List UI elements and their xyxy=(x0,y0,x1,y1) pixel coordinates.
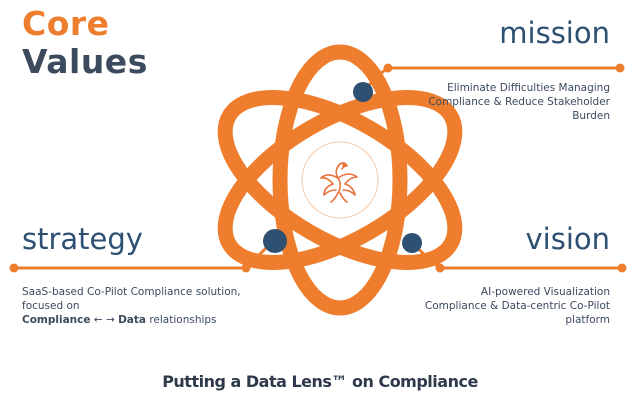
strategy-description: SaaS-based Co-Pilot Compliance solution,… xyxy=(22,285,241,327)
vision-line-1: AI-powered Visualization xyxy=(480,286,610,298)
vision-heading: vision xyxy=(525,222,610,256)
mission-connector-joint xyxy=(383,63,393,73)
vision-electron xyxy=(402,233,422,253)
vision-line-2: Compliance & Data-centric Co-Pilot xyxy=(424,300,610,312)
strategy-line-3: Compliance ← → Data relationships xyxy=(22,313,241,327)
orbit-vertical xyxy=(272,44,408,316)
vision-connector-dot xyxy=(617,263,627,273)
mission-description: Eliminate Difficulties Managing Complian… xyxy=(428,81,610,123)
mission-connector-dot xyxy=(615,63,625,73)
phoenix-logo-icon xyxy=(320,162,358,203)
strategy-line-3-rest: relationships xyxy=(146,314,217,326)
strategy-heading: strategy xyxy=(22,222,143,256)
mission-heading: mission xyxy=(499,16,610,50)
vision-connector-joint xyxy=(435,263,445,273)
mission-line-3: Burden xyxy=(572,110,610,122)
vision-line-3: platform xyxy=(565,314,610,326)
mission-electron xyxy=(353,82,373,102)
strategy-bold-compliance: Compliance xyxy=(22,314,91,326)
footer-tagline: Putting a Data Lens™ on Compliance xyxy=(162,372,478,391)
vision-description: AI-powered Visualization Compliance & Da… xyxy=(425,285,610,327)
orbit-diagonal-right xyxy=(217,90,463,270)
strategy-line-2: focused on xyxy=(22,300,80,312)
orbit-diagonal-left xyxy=(217,90,463,270)
title-values: Values xyxy=(22,42,148,81)
title-core: Core xyxy=(22,4,110,43)
mission-line-2: Compliance & Reduce Stakeholder xyxy=(428,96,610,108)
strategy-bold-data: Data xyxy=(118,314,146,326)
mission-line-1: Eliminate Difficulties Managing xyxy=(447,82,610,94)
strategy-arrows: ← → xyxy=(90,314,119,326)
strategy-connector-dot xyxy=(9,263,19,273)
strategy-electron xyxy=(263,229,287,253)
atom-orbits xyxy=(217,44,463,316)
strategy-line-1: SaaS-based Co-Pilot Compliance solution, xyxy=(22,286,241,298)
